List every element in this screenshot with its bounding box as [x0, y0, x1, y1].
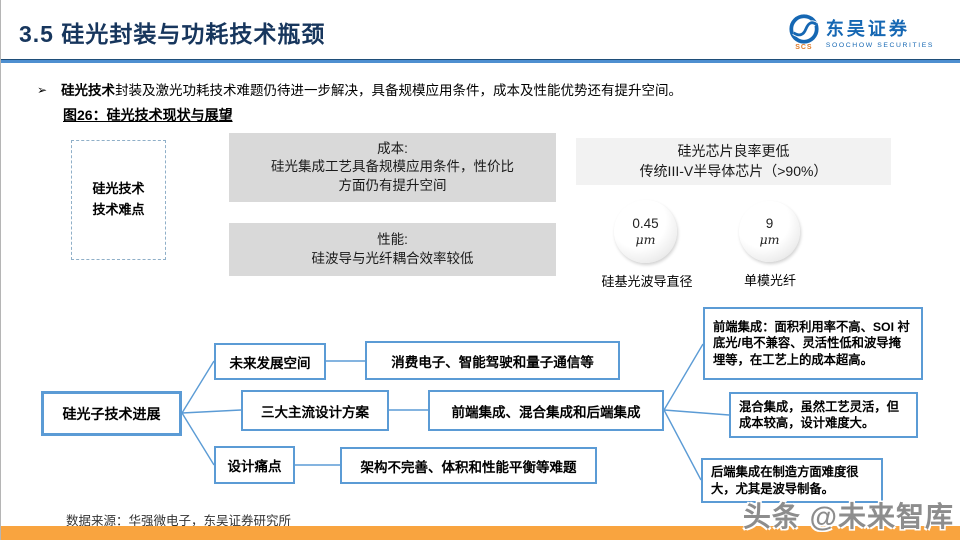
lead-bold-text: 硅光技术	[61, 83, 116, 98]
figure-caption: 图26：硅光技术现状与展望	[63, 107, 233, 123]
detail-hybrid-text: 混合集成，虽然工艺灵活，但成本较高，设计难度大。	[739, 399, 899, 430]
flowchart-node-design-painpoints: 设计痛点	[214, 446, 295, 484]
sphere1-unit: μm	[635, 232, 656, 248]
performance-box: 性能: 硅波导与光纤耦合效率较低	[229, 223, 556, 276]
cost-title: 成本:	[377, 141, 408, 157]
arrow-bullet-icon: ➢	[37, 83, 48, 97]
yield-line2: 传统III-V半导体芯片（>90%）	[639, 162, 828, 179]
logo-en-name: SOOCHOW SECURITIES	[825, 42, 934, 49]
header-divider	[1, 59, 960, 63]
waveguide-diameter-label: 硅基光波导直径	[601, 274, 693, 289]
perf-body: 硅波导与光纤耦合效率较低	[311, 250, 474, 266]
cost-box: 成本: 硅光集成工艺具备规模应用条件，性价比方面仍有提升空间	[229, 133, 556, 202]
logo-mark-wrap: SCS	[788, 13, 820, 51]
flowchart-node-design-schemes-value: 前端集成、混合集成和后端集成	[428, 390, 664, 431]
sphere2-unit: μm	[759, 232, 780, 248]
data-source-note: 数据来源：华强微电子，东吴证券研究所	[66, 514, 292, 528]
flowchart-node-design-schemes: 三大主流设计方案	[241, 390, 389, 431]
difficulty-line1: 硅光技术	[92, 181, 145, 197]
flowchart-root-node: 硅光子技术进展	[41, 391, 182, 436]
cost-body: 硅光集成工艺具备规模应用条件，性价比方面仍有提升空间	[271, 159, 514, 193]
detail-back-end-text: 后端集成在制造方面难度很大，尤其是波导制备。	[711, 465, 859, 496]
detail-front-end-text: 前端集成：面积利用率不高、SOI 衬底光/电不兼容、灵活性低和波导掩埋等，在工艺…	[713, 320, 910, 367]
flowchart-node-future-space: 未来发展空间	[214, 343, 326, 380]
soochow-emblem-icon	[789, 14, 819, 44]
sphere1-value: 0.45	[632, 215, 659, 231]
flowchart-node-future-space-value: 消费电子、智能驾驶和量子通信等	[365, 341, 620, 380]
page-title: 3.5 硅光封装与功耗技术瓶颈	[19, 21, 326, 47]
yield-box: 硅光芯片良率更低 传统III-V半导体芯片（>90%）	[576, 138, 891, 185]
lead-rest-text: 封装及激光功耗技术难题仍待进一步解决，具备规模应用条件，成本及性能优势还有提升空…	[115, 83, 683, 98]
logo-text: 东吴证券 SOOCHOW SECURITIES	[826, 15, 934, 49]
lead-paragraph: ➢ 硅光技术封装及激光功耗技术难题仍待进一步解决，具备规模应用条件，成本及性能优势…	[37, 79, 917, 99]
detail-front-end-integration: 前端集成：面积利用率不高、SOI 衬底光/电不兼容、灵活性低和波导掩埋等，在工艺…	[703, 307, 923, 380]
yield-line1: 硅光芯片良率更低	[677, 142, 790, 159]
bottom-orange-bar	[1, 526, 960, 540]
sphere2-value: 9	[765, 215, 774, 231]
difficulty-line2: 技术难点	[92, 202, 145, 217]
soochow-securities-logo: SCS 东吴证券 SOOCHOW SECURITIES	[788, 13, 934, 51]
fiber-label: 单模光纤	[743, 273, 796, 288]
detail-hybrid-integration: 混合集成，虽然工艺灵活，但成本较高，设计难度大。	[729, 392, 918, 438]
waveguide-diameter-sphere: 0.45 μm	[614, 200, 677, 263]
detail-back-end-integration: 后端集成在制造方面难度很大，尤其是波导制备。	[701, 458, 883, 503]
perf-title: 性能:	[377, 232, 408, 248]
difficulty-dashed-box: 硅光技术 技术难点	[71, 140, 166, 260]
logo-cn-name: 东吴证券	[825, 19, 910, 39]
fiber-diameter-sphere: 9 μm	[739, 201, 800, 262]
toutiao-watermark: 头条 @未来智库	[742, 501, 954, 532]
flowchart-node-design-painpoints-value: 架构不完善、体积和性能平衡等难题	[340, 447, 597, 484]
logo-scs-text: SCS	[795, 44, 813, 51]
